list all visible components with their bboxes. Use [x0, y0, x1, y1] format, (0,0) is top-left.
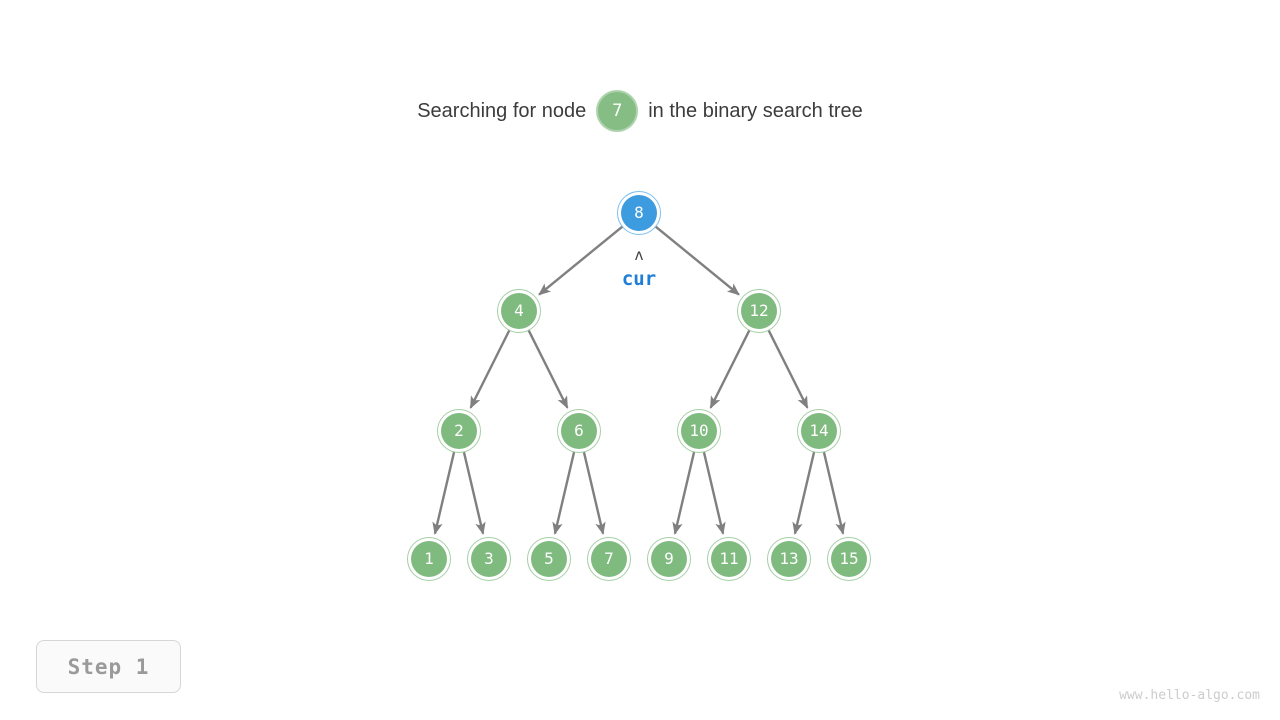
cur-pointer: ʌ cur: [579, 246, 699, 291]
tree-edge-4-to-6: [527, 329, 569, 409]
tree-node-label: 12: [749, 301, 769, 320]
tree-node-label: 1: [424, 549, 434, 568]
tree-node-fill: [591, 541, 627, 577]
caret-icon: ʌ: [634, 246, 644, 264]
tree-node-14: 14: [797, 409, 841, 453]
tree-node-label: 10: [689, 421, 709, 440]
tree-node-label: 13: [779, 549, 799, 568]
tree-node-label: 5: [544, 549, 554, 568]
tree-edge-14-to-13: [792, 451, 816, 535]
tree-node-15: 15: [827, 537, 871, 581]
tree-node-fill: [681, 413, 717, 449]
tree-node-6: 6: [557, 409, 601, 453]
tree-node-8: 8: [617, 191, 661, 235]
tree-edge-10-to-9: [672, 451, 696, 535]
tree-node-fill: [831, 541, 867, 577]
tree-node-12: 12: [737, 289, 781, 333]
tree-node-label: 7: [604, 549, 614, 568]
tree-node-fill: [501, 293, 537, 329]
tree-edge-14-to-15: [822, 451, 846, 535]
title-target-node: 7: [596, 90, 639, 132]
tree-node-label: 8: [634, 203, 644, 222]
tree-node-fill: [531, 541, 567, 577]
tree-edge-2-to-3: [462, 451, 486, 535]
tree-node-13: 13: [767, 537, 811, 581]
tree-node-4: 4: [497, 289, 541, 333]
page-title: Searching for node 7 in the binary searc…: [0, 90, 1280, 132]
tree-node-9: 9: [647, 537, 691, 581]
tree-node-fill: [561, 413, 597, 449]
tree-node-2: 2: [437, 409, 481, 453]
tree-edge-10-to-11: [702, 451, 726, 535]
tree-node-fill: [651, 541, 687, 577]
tree-node-10: 10: [677, 409, 721, 453]
tree-node-fill: [441, 413, 477, 449]
tree-node-fill: [741, 293, 777, 329]
tree-node-7: 7: [587, 537, 631, 581]
title-suffix: in the binary search tree: [648, 100, 863, 122]
title-prefix: Searching for node: [417, 100, 587, 122]
tree-edge-12-to-14: [767, 329, 809, 409]
tree-node-label: 3: [484, 549, 494, 568]
tree-node-label: 4: [514, 301, 524, 320]
tree-node-label: 2: [454, 421, 464, 440]
tree-edge-6-to-5: [552, 451, 576, 535]
tree-edge-6-to-7: [582, 451, 606, 535]
tree-node-fill: [471, 541, 507, 577]
tree-edge-2-to-1: [432, 451, 456, 535]
tree-node-3: 3: [467, 537, 511, 581]
cur-pointer-label: cur: [621, 268, 657, 290]
tree-node-fill: [801, 413, 837, 449]
tree-node-label: 6: [574, 421, 584, 440]
tree-node-1: 1: [407, 537, 451, 581]
step-badge-label: Step 1: [67, 654, 150, 679]
tree-node-5: 5: [527, 537, 571, 581]
tree-edge-4-to-2: [469, 329, 511, 409]
step-badge: Step 1: [36, 640, 181, 693]
tree-node-label: 14: [809, 421, 829, 440]
tree-edge-12-to-10: [709, 329, 751, 409]
tree-node-label: 15: [839, 549, 859, 568]
watermark: www.hello-algo.com: [1119, 688, 1260, 703]
tree-node-fill: [411, 541, 447, 577]
tree-node-fill: [621, 195, 657, 231]
tree-node-11: 11: [707, 537, 751, 581]
tree-node-label: 9: [664, 549, 674, 568]
title-target-node-label: 7: [612, 100, 623, 121]
tree-node-fill: [771, 541, 807, 577]
tree-node-label: 11: [719, 549, 739, 568]
tree-node-fill: [711, 541, 747, 577]
